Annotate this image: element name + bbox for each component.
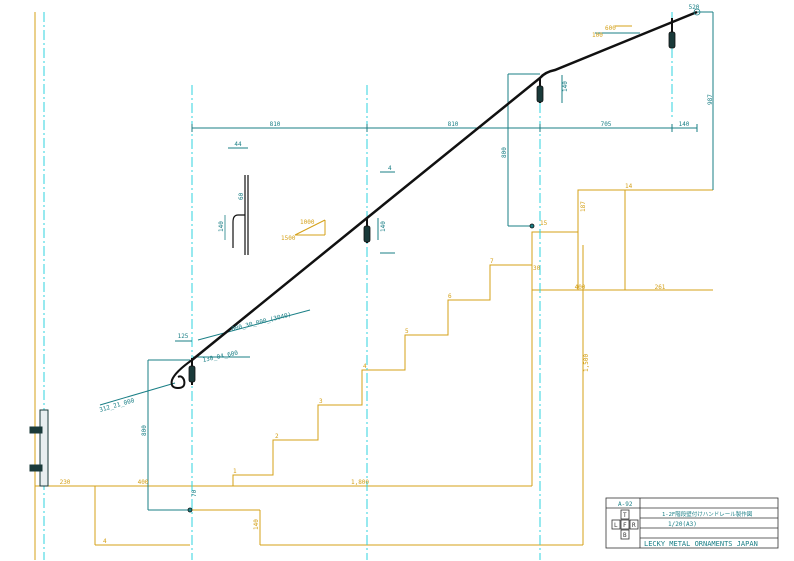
stair-top-run: 261 — [655, 284, 666, 291]
stair-top-riser: 187 — [580, 201, 587, 212]
slope-rise: 1500 — [281, 235, 296, 242]
step-number-4: 4 — [363, 363, 367, 370]
leader-3 — [99, 382, 176, 406]
landing-point — [529, 223, 535, 229]
step-number-2: 2 — [275, 433, 279, 440]
top-slope-a-label: 100 — [592, 32, 603, 39]
step-number-1: 1 — [233, 468, 237, 475]
dim-bottom-post-label: 70 — [191, 489, 198, 497]
step-number-3: 3 — [319, 398, 323, 405]
note-a: 130_04_600 — [202, 350, 239, 364]
dim-mid-post-label: 4 — [388, 165, 392, 172]
step-number-7: 7 — [490, 258, 494, 265]
stair-step-bottom: 4 — [103, 538, 107, 545]
view-label-bottom: B — [623, 532, 627, 539]
dimension-lines — [99, 11, 714, 511]
drawing-number: A-92 — [618, 501, 633, 508]
bracket-3 — [536, 85, 544, 103]
wall-mount-bottom — [29, 464, 43, 472]
bracket-4 — [668, 31, 676, 49]
bottom-point — [187, 507, 193, 513]
bracket-2 — [363, 225, 371, 243]
dim-detail-gap: 60 — [238, 192, 245, 200]
stair-landing: 15 — [540, 220, 548, 227]
view-box-left — [611, 519, 621, 530]
view-label-front: F — [623, 522, 627, 529]
dim-post-height-3: 140 — [562, 81, 569, 92]
top-connector — [693, 8, 701, 16]
dim-post-height-1: 800 — [141, 425, 148, 436]
title-block-text: A-92 1-2F階段壁付けハンドレール製作図 1/20(A3) LECKY M… — [614, 501, 758, 548]
top-slope-b-label: 600 — [605, 25, 616, 32]
handrail — [170, 10, 698, 390]
dimension-labels: 810 810 705 140 800 800 140 140 987 125 … — [99, 4, 714, 497]
slope-run: 1000 — [300, 219, 315, 226]
step-number-6: 6 — [448, 293, 452, 300]
stair-top-tread: 14 — [625, 183, 633, 190]
handrail-scroll-end — [170, 359, 193, 390]
view-box-top — [620, 509, 630, 520]
stair-bottom-riser: 140 — [253, 519, 260, 530]
dim-span1: 810 — [270, 121, 281, 128]
view-label-top: T — [623, 512, 627, 519]
slope-detail-1 — [294, 219, 326, 236]
stair-landing-2: 30 — [533, 265, 541, 272]
view-box-front — [620, 519, 630, 530]
stair-height-total: 1,500 — [583, 354, 590, 372]
bracket-1 — [188, 365, 196, 383]
wall-mount-top — [29, 426, 43, 434]
stair-floor-mid: 400 — [138, 479, 149, 486]
drawing-scale: 1/20(A3) — [668, 521, 697, 528]
view-box-bottom — [620, 529, 630, 540]
stair-profile — [34, 12, 713, 560]
view-label-left: L — [614, 522, 618, 529]
dim-span4: 140 — [679, 121, 690, 128]
dim-span2: 810 — [448, 121, 459, 128]
company-name: LECKY METAL ORNAMENTS JAPAN — [644, 540, 758, 548]
wall-plate — [39, 409, 49, 487]
title-block-frame — [605, 497, 779, 549]
left-elevation — [29, 409, 49, 487]
stair-steps — [190, 189, 713, 487]
stair-floor-left: 230 — [60, 479, 71, 486]
view-label-right: R — [632, 522, 636, 529]
dim-post-top: 987 — [707, 94, 714, 105]
dim-detail-depth: 140 — [218, 221, 225, 232]
dim-top-post-label: 520 — [689, 4, 700, 11]
wall-brackets — [187, 8, 701, 513]
detail-arm — [232, 214, 245, 248]
drawing-title: 1-2F階段壁付けハンドレール製作図 — [662, 510, 753, 518]
title-block — [605, 497, 779, 549]
bracket-detail — [224, 175, 249, 255]
leader-2 — [197, 309, 311, 341]
dim-post-height-4: 140 — [380, 221, 387, 232]
handrail-bar — [191, 10, 698, 361]
step-number-5: 5 — [405, 328, 409, 335]
dim-post-height-2: 800 — [501, 147, 508, 158]
stair-labels: 230 400 1,800 4 140 1,500 400 261 187 14… — [60, 25, 666, 545]
stair-top-depth: 400 — [575, 284, 586, 291]
stair-floor-total: 1,800 — [351, 479, 369, 486]
dim-span3: 705 — [601, 121, 612, 128]
dim-offset-125: 125 — [178, 333, 189, 340]
view-box-right — [629, 519, 639, 530]
dim-detail-width: 44 — [234, 141, 242, 148]
